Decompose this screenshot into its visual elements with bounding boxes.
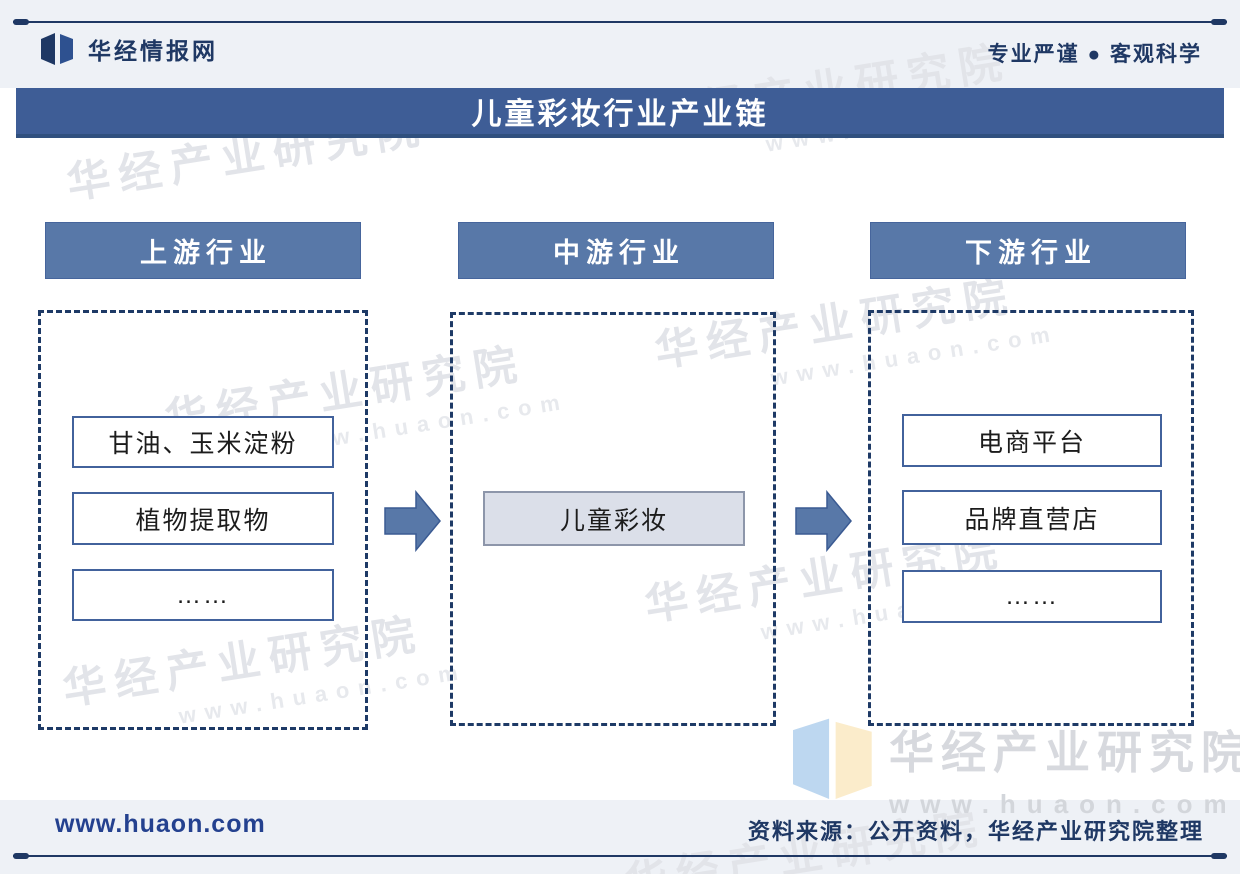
huaon-logo-icon [41, 33, 73, 65]
column-header-upstream: 上游行业 [45, 222, 361, 279]
divider-cap [13, 853, 29, 859]
upstream-item: 甘油、玉米淀粉 [72, 416, 334, 468]
arrow-right-icon [384, 490, 441, 552]
upstream-item: …… [72, 569, 334, 621]
downstream-item: 电商平台 [902, 414, 1162, 467]
bottom-divider [13, 853, 1227, 859]
downstream-item: 品牌直营店 [902, 490, 1162, 545]
downstream-group-box [868, 310, 1194, 726]
footer-website: www.huaon.com [55, 810, 266, 838]
divider-cap [1211, 853, 1227, 859]
column-header-downstream: 下游行业 [870, 222, 1186, 279]
brand: 华经情报网 [40, 32, 218, 66]
top-band [0, 0, 1240, 88]
divider-cap [1211, 19, 1227, 25]
column-header-midstream: 中游行业 [458, 222, 774, 279]
midstream-group-box [450, 312, 776, 726]
arrow-right-icon [795, 490, 852, 552]
upstream-item: 植物提取物 [72, 492, 334, 545]
slogan: 专业严谨 ● 客观科学 [987, 43, 1202, 66]
page-title: 儿童彩妆行业产业链 [16, 88, 1224, 138]
downstream-item: …… [902, 570, 1162, 623]
bottom-band [0, 800, 1240, 874]
huaon-open-book-icon [793, 718, 872, 799]
top-divider [13, 19, 1227, 25]
divider-cap [13, 19, 29, 25]
brand-name: 华经情报网 [88, 38, 218, 64]
upstream-group-box [38, 310, 368, 730]
footer-source-note: 资料来源：公开资料，华经产业研究院整理 [747, 819, 1204, 844]
midstream-item: 儿童彩妆 [483, 491, 745, 546]
